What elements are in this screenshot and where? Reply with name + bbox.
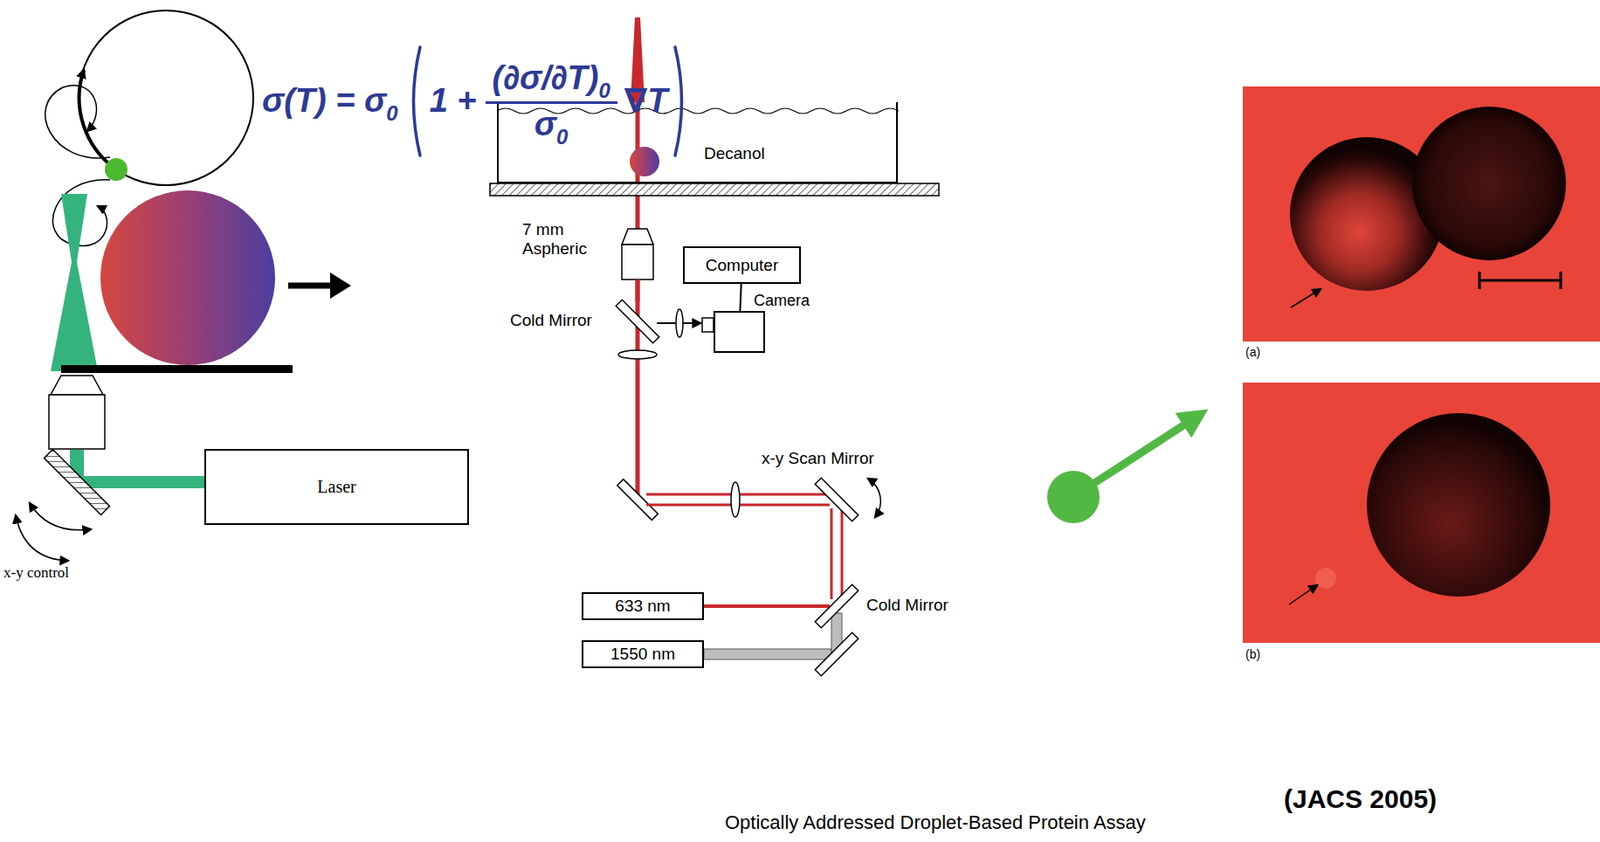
cold-mirror (615, 299, 659, 343)
micrograph (1242, 382, 1600, 643)
scale-bar (1559, 271, 1563, 290)
droplet-image (1366, 413, 1551, 597)
liquid-surface (496, 108, 899, 114)
equation-bracket (675, 47, 683, 156)
ir-beam (703, 648, 832, 660)
node-label: 633 nm (614, 596, 670, 616)
equation-bracket (405, 43, 425, 159)
part-label: Cold Mirror (866, 595, 949, 615)
connector (739, 283, 741, 311)
substrate (61, 365, 293, 373)
panel-label: (a) (1245, 344, 1261, 359)
equation-term: σ(T) = σ (262, 82, 387, 119)
laser-source-box: 1550 nm (581, 640, 704, 669)
red-beam (703, 604, 830, 608)
laser-spot (1315, 567, 1337, 589)
equation-numerator: (∂σ/∂T)0 (485, 59, 618, 104)
equation: σ(T) = σ01 +(∂σ/∂T)0σ0∇T (262, 43, 690, 159)
cold-mirror (814, 584, 858, 628)
pointer-dot (1047, 470, 1100, 524)
equation-term: ∇T (624, 82, 669, 121)
pointer-arrow (1289, 585, 1318, 605)
lens (618, 350, 657, 359)
equation-term: 1 + (429, 82, 477, 121)
fold-mirror (814, 632, 858, 676)
scale-bar (1479, 279, 1561, 283)
node-label: Camera (753, 291, 810, 311)
tilt-arrow (29, 503, 91, 531)
scan-arrow (868, 478, 881, 518)
objective-lens (50, 375, 104, 395)
equation-term: 0 (598, 78, 610, 103)
flow-loop (45, 85, 111, 159)
equation-denominator: σ0 (534, 103, 569, 145)
node-label: Decanol (703, 144, 766, 164)
equation-group: σ(T) = σ0 (262, 82, 399, 121)
panel-label: (b) (1245, 647, 1261, 662)
laser-source-box: 633 nm (581, 592, 704, 621)
laser-box: Laser (204, 448, 469, 525)
pointer-arrow (1091, 415, 1199, 485)
aspheric-lens (621, 244, 654, 280)
droplet (629, 146, 660, 177)
micrograph (1242, 86, 1600, 342)
droplet-image (1412, 106, 1566, 261)
node-label: Laser (317, 476, 356, 497)
pointer-arrow (1290, 289, 1321, 308)
equation-term: (∂σ/∂T) (492, 59, 600, 97)
aspheric-lens (621, 228, 654, 245)
objective-lens (48, 394, 105, 449)
droplet (100, 190, 276, 366)
computer-box: Computer (682, 246, 801, 284)
green-beam (50, 193, 98, 372)
red-beam (841, 508, 844, 600)
equation-bracket (413, 47, 421, 156)
part-label: 7 mm Aspheric (522, 220, 610, 259)
camera-lens (702, 317, 714, 332)
laser-spot (104, 158, 128, 181)
drop-outline (78, 10, 254, 186)
fold-mirror (617, 479, 659, 521)
control-label: x-y control (3, 564, 69, 582)
transition-arrow (330, 272, 352, 299)
node-label: Computer (705, 255, 779, 276)
part-label: x-y Scan Mirror (761, 448, 875, 469)
reference-note: (JACS 2005) (1283, 784, 1437, 814)
cover-slip (489, 183, 939, 196)
green-beam (83, 475, 207, 489)
scale-bar (1478, 271, 1482, 290)
red-beam (830, 508, 834, 600)
transition-arrow (288, 282, 334, 290)
equation-term: 0 (556, 124, 568, 149)
lens (731, 482, 740, 518)
node-label: 1550 nm (610, 644, 676, 664)
scan-mirror (814, 477, 858, 521)
surface-flow-arrow (79, 69, 117, 170)
caption: Optically Addressed Droplet-Based Protei… (724, 811, 1146, 835)
red-beam (635, 279, 641, 302)
lens (675, 309, 683, 338)
equation-bracket (670, 43, 690, 159)
equation-term: σ (534, 105, 557, 143)
camera-box: Camera (713, 310, 766, 353)
tilt-arrow (15, 515, 69, 561)
equation-fraction: (∂σ/∂T)0σ0 (485, 59, 618, 144)
equation-term: 0 (386, 101, 398, 125)
steering-mirror (44, 449, 111, 516)
part-label: Cold Mirror (510, 310, 593, 331)
